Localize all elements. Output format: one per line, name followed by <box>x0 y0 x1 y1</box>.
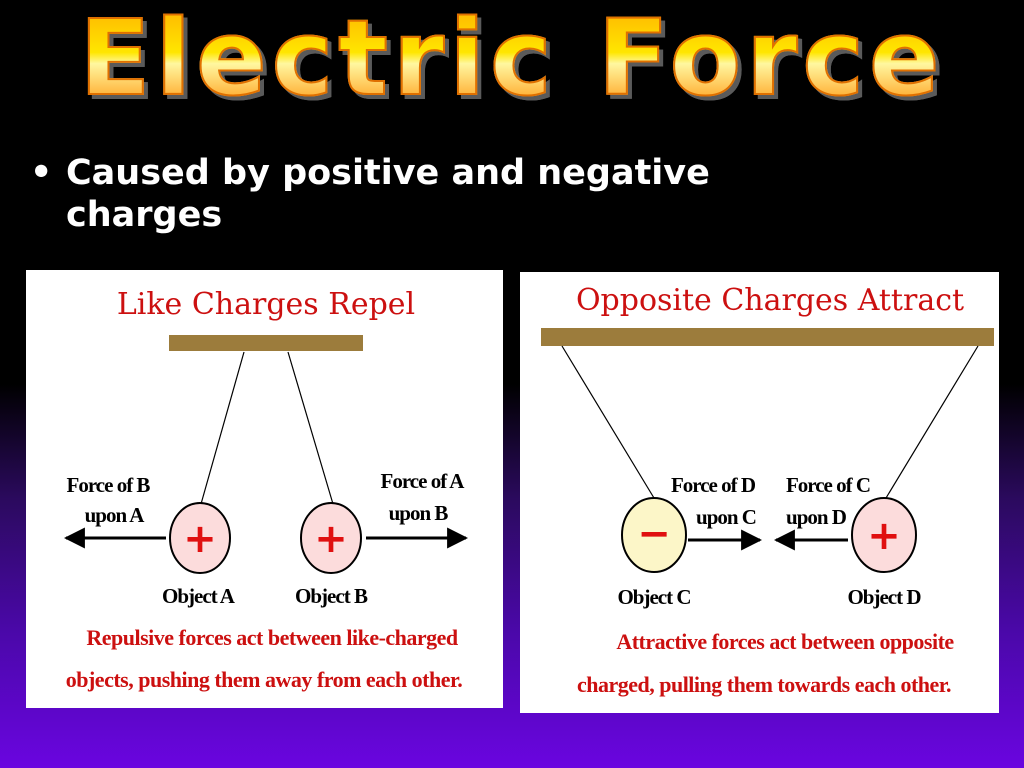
object-a-label: Object A <box>162 584 236 608</box>
support-bar <box>169 335 363 351</box>
repel-caption-line1: Repulsive forces act between like-charge… <box>86 625 458 650</box>
force-d-upon-c-label-2: upon C <box>696 505 756 529</box>
force-c-upon-d-label-2: upon D <box>786 505 847 529</box>
opposite-charges-diagram: Opposite Charges Attract Force of D upon… <box>541 283 994 697</box>
like-charges-panel: Like Charges Repel Force of B upon A For… <box>26 270 503 708</box>
object-d-ball <box>851 497 917 573</box>
opposite-charges-title: Opposite Charges Attract <box>576 283 964 318</box>
attract-caption-line2: charged, pulling them towards each other… <box>577 672 951 697</box>
force-d-upon-c-label-1: Force of D <box>671 473 756 497</box>
object-d-sign: + <box>867 513 901 559</box>
object-b-label: Object B <box>295 584 368 608</box>
like-charges-diagram: Like Charges Repel Force of B upon A For… <box>63 287 469 692</box>
object-d-label: Object D <box>847 585 921 609</box>
force-c-upon-d-label-1: Force of C <box>786 473 870 497</box>
force-b-upon-a-label-2: upon A <box>85 503 146 527</box>
force-b-upon-a-label-1: Force of B <box>67 473 151 497</box>
object-c-sign: − <box>637 511 671 557</box>
object-c-ball <box>621 497 687 573</box>
force-a-upon-b-label-1: Force of A <box>381 469 466 493</box>
object-b-ball <box>300 502 362 574</box>
object-c-label: Object C <box>617 585 690 609</box>
repel-caption-line2: objects, pushing them away from each oth… <box>66 667 463 692</box>
slide-title: Electric Force <box>0 1 1024 115</box>
string-d <box>885 345 979 499</box>
attract-caption-line1: Attractive forces act between opposite <box>616 629 954 654</box>
opposite-charges-panel: Opposite Charges Attract Force of D upon… <box>520 272 999 713</box>
support-bar <box>541 328 994 346</box>
object-a-ball <box>169 502 231 574</box>
string-c <box>561 345 655 499</box>
string-b <box>287 351 334 505</box>
string-a <box>200 351 245 505</box>
bullet-symbol: • <box>30 153 53 193</box>
bullet-point: • Caused by positive and negative charge… <box>30 152 850 236</box>
object-a-sign: + <box>183 516 217 562</box>
bullet-text: Caused by positive and negative charges <box>66 153 710 235</box>
like-charges-title: Like Charges Repel <box>117 287 415 322</box>
object-b-sign: + <box>314 516 348 562</box>
force-a-upon-b-label-2: upon B <box>389 501 449 525</box>
